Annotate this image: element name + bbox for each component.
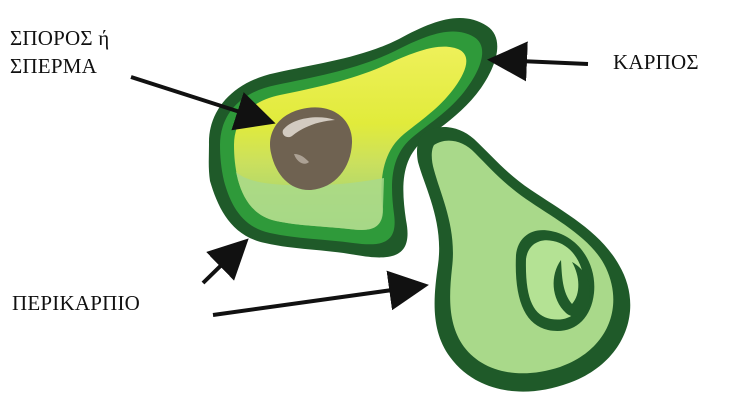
pericarp-left-arrow — [203, 244, 243, 283]
fruit-label: ΚΑΡΠΟΣ — [613, 48, 699, 76]
pericarp-right-arrow — [213, 286, 421, 315]
seed-label: ΣΠΟΡΟΣ ή ΣΠΕΡΜΑ — [10, 24, 109, 80]
pericarp-label: ΠΕΡΙΚΑΡΠΙΟ — [12, 289, 140, 317]
seed-label-line-1: ΣΠΟΡΟΣ ή — [10, 24, 109, 52]
fruit-arrow — [495, 60, 588, 64]
seed-label-line-2: ΣΠΕΡΜΑ — [10, 52, 109, 80]
right-avocado-half — [417, 127, 630, 392]
